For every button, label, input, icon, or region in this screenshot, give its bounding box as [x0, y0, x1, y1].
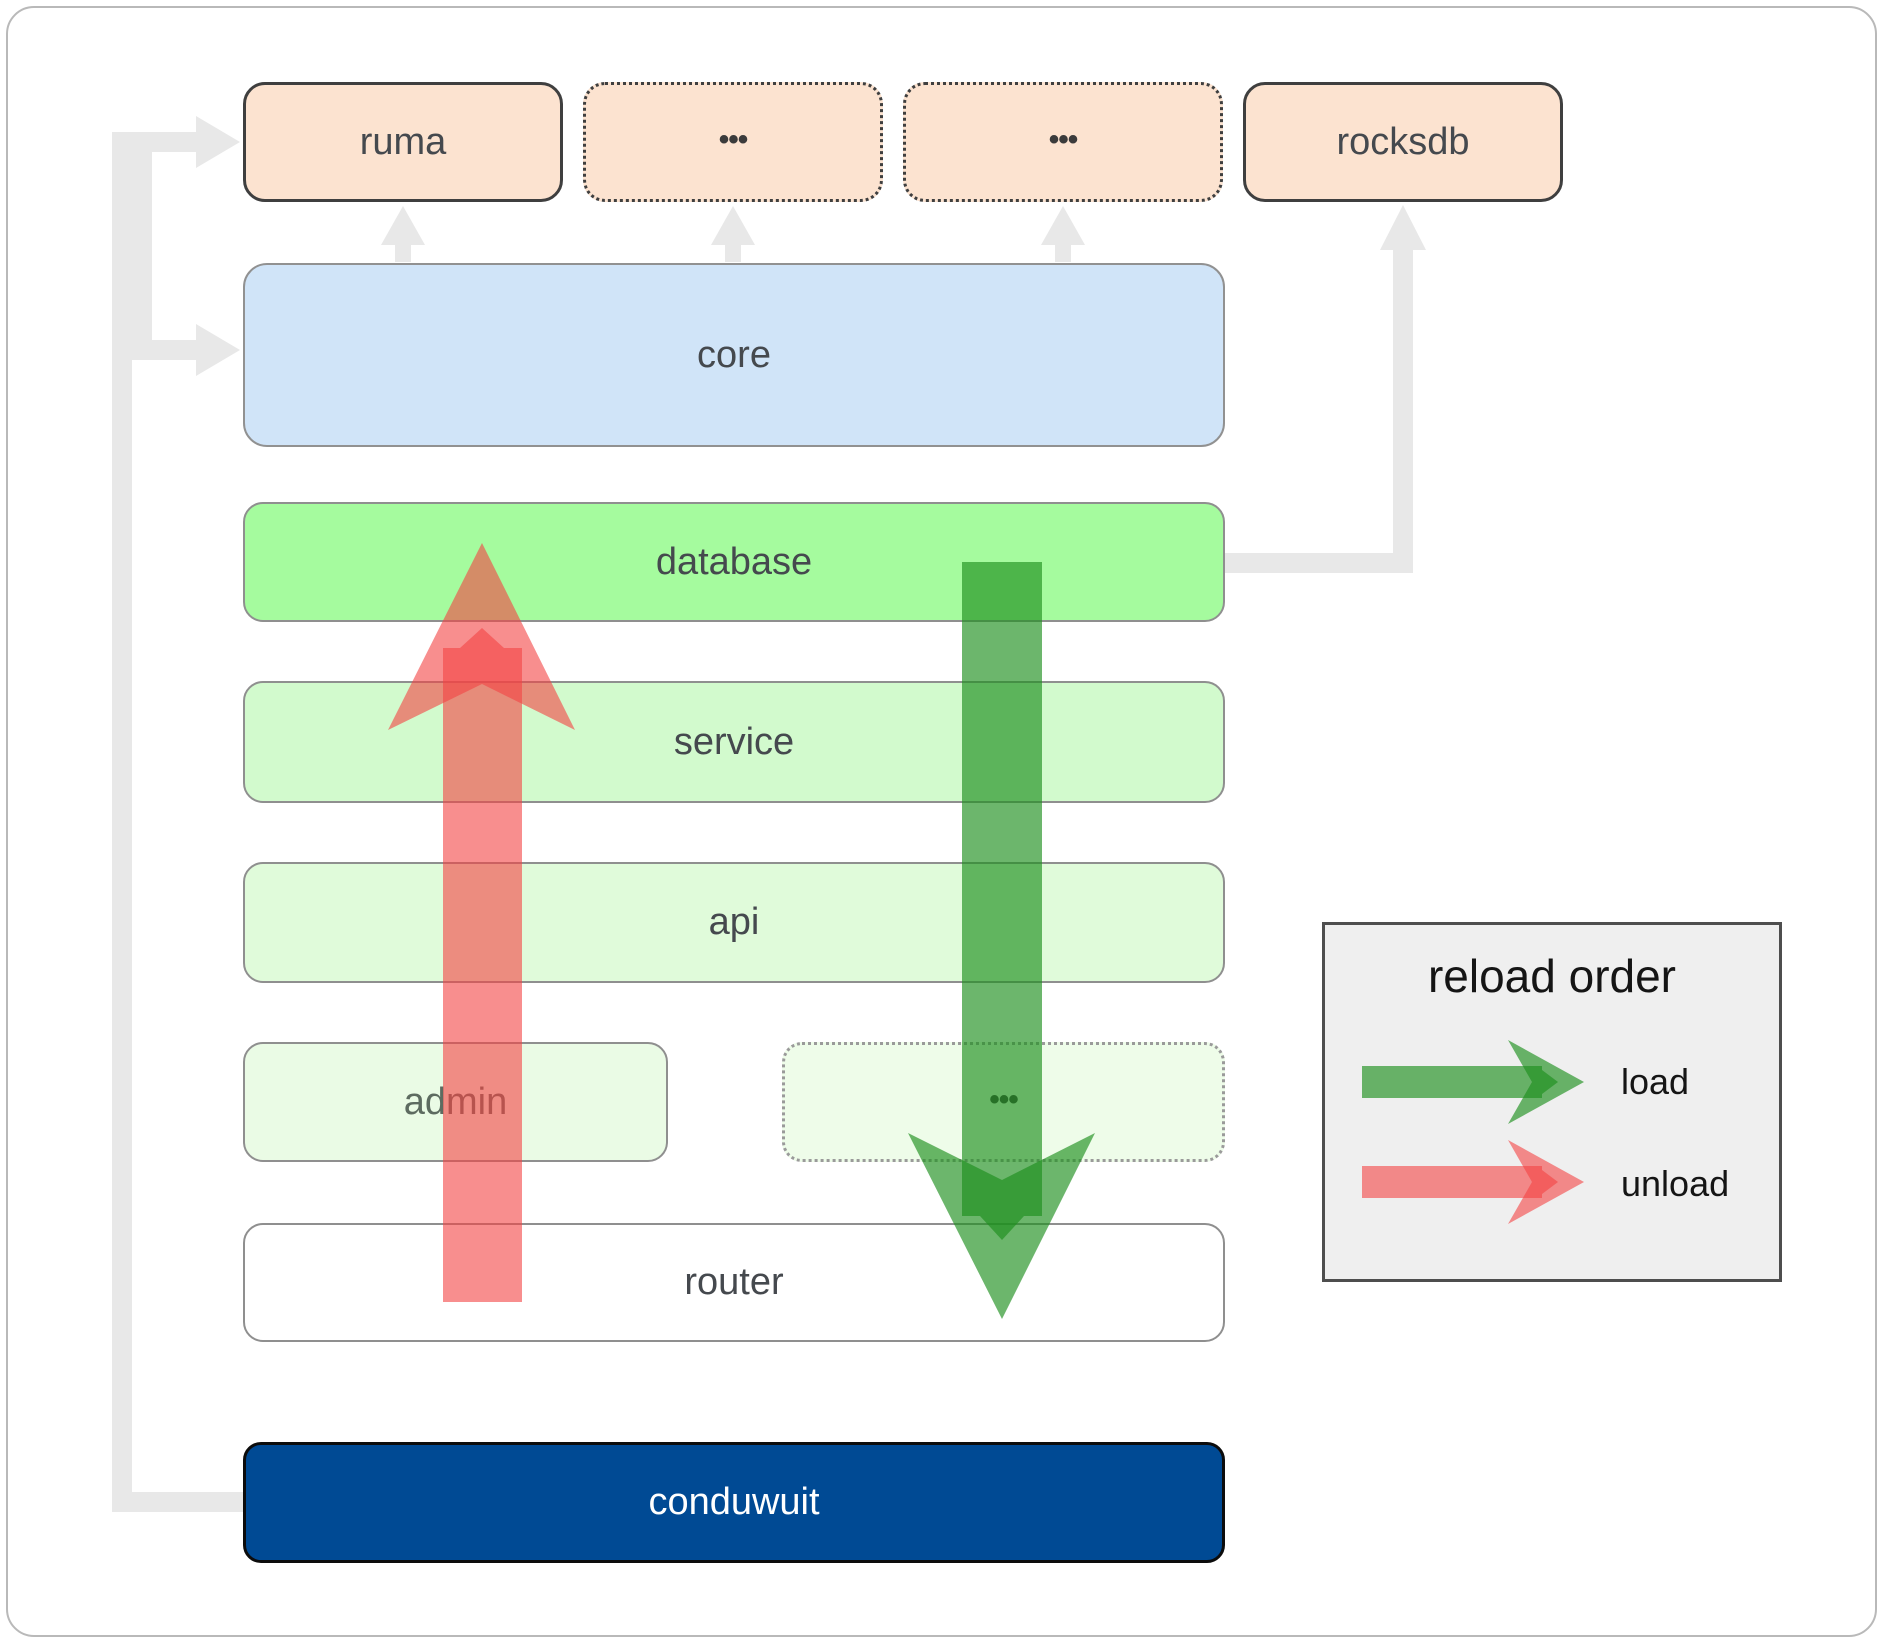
node-ellipsis-b: •••	[903, 82, 1223, 202]
node-service: service	[243, 681, 1225, 803]
node-admin-label: admin	[403, 1080, 508, 1123]
node-api-label: api	[708, 901, 760, 943]
node-database-label: database	[655, 540, 813, 583]
node-api: api	[243, 862, 1225, 983]
node-service-label: service	[673, 720, 795, 763]
node-conduwuit: conduwuit	[243, 1442, 1225, 1563]
node-ellipsis-c: •••	[782, 1042, 1225, 1162]
node-core: core	[243, 263, 1225, 447]
node-database: database	[243, 502, 1225, 622]
node-conduwuit-label: conduwuit	[648, 1481, 820, 1523]
node-ellipsis-b-label: •••	[1048, 123, 1078, 156]
outer-frame	[6, 6, 1877, 1637]
node-router: router	[243, 1223, 1225, 1342]
legend-load-label: load	[1621, 1061, 1690, 1102]
node-core-label: core	[697, 333, 771, 376]
legend-reload-order: reload order load unload	[1322, 922, 1782, 1282]
node-admin: admin	[243, 1042, 668, 1162]
node-ellipsis-c-label: •••	[989, 1083, 1018, 1116]
node-ruma: ruma	[243, 82, 563, 202]
node-ruma-label: ruma	[359, 120, 447, 163]
node-router-label: router	[684, 1261, 784, 1303]
legend-title: reload order	[1427, 950, 1677, 1002]
node-rocksdb-label: rocksdb	[1336, 120, 1470, 163]
node-ellipsis-a-label: •••	[718, 123, 748, 156]
legend-unload-label: unload	[1621, 1163, 1730, 1204]
node-ellipsis-a: •••	[583, 82, 883, 202]
node-rocksdb: rocksdb	[1243, 82, 1563, 202]
